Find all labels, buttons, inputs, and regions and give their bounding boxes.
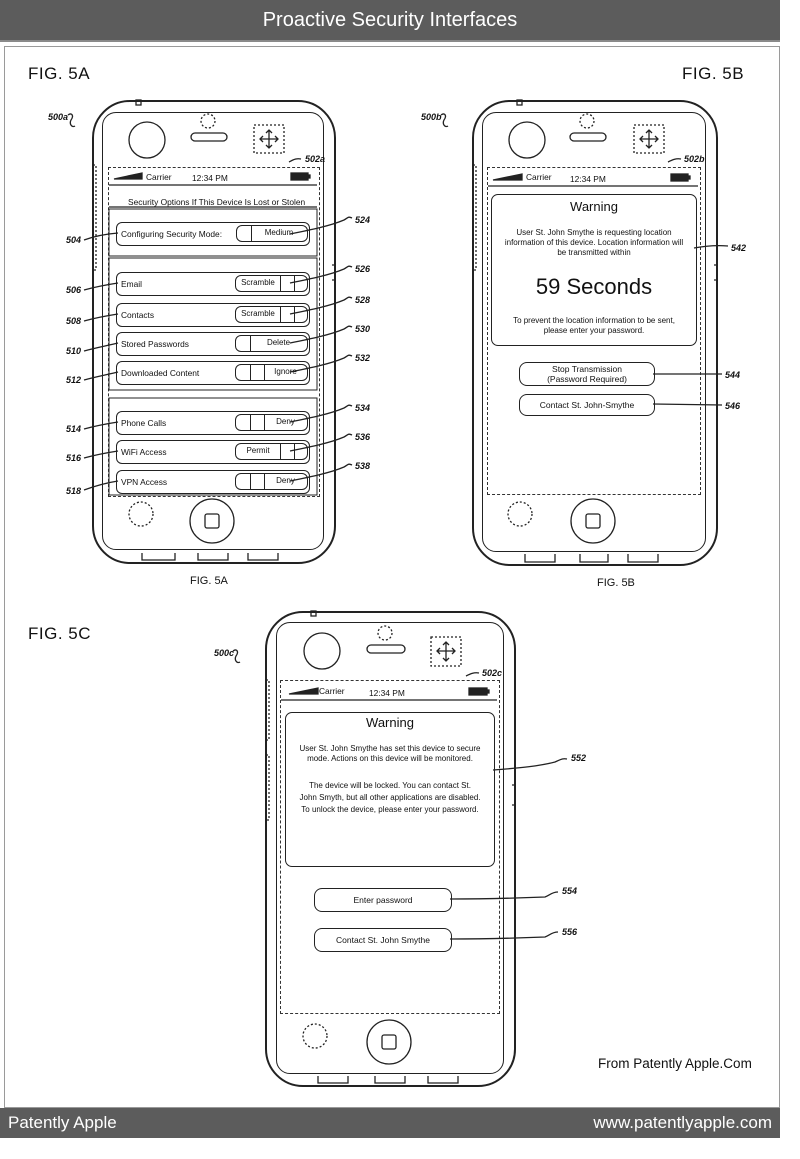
fig5c-message-line2: mode. Actions on this device will be mon… [307,754,473,763]
ref-524: 524 [355,215,371,225]
fig5a-time: 12:34 PM [192,173,228,183]
fig5c-locked-line3: To unlock the device, please enter your … [301,805,479,814]
option-value-phone-calls: Deny [276,417,295,426]
option-label-downloaded-content: Downloaded Content [121,368,200,378]
security-mode-label: Configuring Security Mode: [121,229,223,239]
ref-518: 518 [66,486,82,496]
option-value-stored-passwords: Delete [266,338,291,347]
security-mode-value: Medium [264,228,294,237]
option-label-email: Email [121,279,142,289]
ref-514: 514 [66,424,82,434]
fig5a-carrier: Carrier [146,172,172,182]
option-label-phone-calls: Phone Calls [121,418,167,428]
enter-password-label: Enter password [353,895,413,905]
ref-556: 556 [562,927,578,937]
page-title: Proactive Security Interfaces [262,9,518,31]
ref-528: 528 [355,295,371,305]
option-label-vpn-access: VPN Access [121,477,168,487]
fig5b-label: FIG. 5B [682,64,745,83]
fig5c-screen-ref: 502c [482,668,503,678]
fig5b-carrier: Carrier [526,172,552,182]
option-label-contacts: Contacts [121,310,155,320]
ref-512: 512 [66,375,82,385]
option-value-email: Scramble [241,278,275,287]
option-toggle-phone-calls[interactable]: Deny [235,414,308,431]
contact-smythe-button-5c[interactable]: Contact St. John Smythe [314,928,452,952]
option-value-vpn-access: Deny [276,476,295,485]
fig5c-screen [280,680,500,1014]
option-toggle-email[interactable]: Scramble [235,275,308,292]
fig5b-message-line1: User St. John Smythe is requesting locat… [516,228,672,237]
fig5c-label: FIG. 5C [28,624,92,643]
stop-transmission-line2: (Password Required) [547,374,627,384]
location-warning-dialog: Warning User St. John Smythe is requesti… [491,194,697,346]
option-toggle-stored-passwords[interactable]: Delete [235,335,308,352]
option-toggle-wifi-access[interactable]: Permit [235,443,308,460]
enter-password-button[interactable]: Enter password [314,888,452,912]
option-label-wifi-access: WiFi Access [121,447,167,457]
fig5b-time: 12:34 PM [570,174,606,184]
ref-542: 542 [731,243,747,253]
ref-552: 552 [571,753,587,763]
fig5b-prevent-line2: please enter your password. [543,326,645,335]
contact-smythe-label-5c: Contact St. John Smythe [335,935,431,945]
ref-516: 516 [66,453,82,463]
fig5c-phone-inner [276,622,504,1074]
option-label-stored-passwords: Stored Passwords [121,339,189,349]
ref-554: 554 [562,886,578,896]
fig5c-locked-line2: John Smyth, but all other applications a… [299,793,481,802]
fig5b-phone-inner [482,112,706,552]
ref-544: 544 [725,370,741,380]
option-value-downloaded-content: Ignore [274,367,297,376]
secure-mode-warning-dialog: Warning User St. John Smythe has set thi… [285,712,495,867]
fig5b-message-line2: information of this device. Location inf… [504,238,684,247]
option-toggle-downloaded-content[interactable]: Ignore [235,364,308,381]
ref-530: 530 [355,324,371,334]
ref-508: 508 [66,316,82,326]
footer-banner: Patently Apple www.patentlyapple.com [0,1108,780,1138]
countdown-text: 59 Seconds [535,274,653,299]
ref-534: 534 [355,403,371,413]
ref-536: 536 [355,432,371,442]
option-toggle-vpn-access[interactable]: Deny [235,473,308,490]
ref-532: 532 [355,353,371,363]
fig5c-time: 12:34 PM [369,688,405,698]
fig5b-message-line3: be transmitted within [557,248,631,257]
fig5b-warning-title: Warning [570,199,618,214]
title-banner: Proactive Security Interfaces [0,0,780,42]
fig5c-warning-title: Warning [366,715,414,730]
fig5b-screen [487,167,701,495]
stop-transmission-line1: Stop Transmission [552,364,622,374]
fig5c-locked-line1: The device will be locked. You can conta… [309,781,471,790]
fig5b-prevent-line1: To prevent the location information to b… [513,316,675,325]
fig5b-device-ref: 500b [421,112,442,122]
stop-transmission-button[interactable]: Stop Transmission (Password Required) [519,362,655,386]
ref-526: 526 [355,264,371,274]
footer-left: Patently Apple [8,1113,117,1132]
fig5b-caption: FIG. 5B [597,577,635,589]
footer-right: www.patentlyapple.com [593,1113,772,1132]
security-mode-selector[interactable]: Medium [236,225,308,242]
contact-smythe-label-5b: Contact St. John-Smythe [539,400,635,410]
fig5b-screen-ref: 502b [684,154,705,164]
option-value-wifi-access: Permit [246,446,270,455]
ref-506: 506 [66,285,82,295]
fig5a-label: FIG. 5A [28,64,91,83]
ref-546: 546 [725,401,741,411]
ref-504: 504 [66,235,82,245]
ref-538: 538 [355,461,371,471]
option-toggle-contacts[interactable]: Scramble [235,306,308,323]
fig5c-device-ref: 500c [214,648,235,658]
fig5a-heading: Security Options If This Device Is Lost … [128,197,306,207]
patent-sheet [4,46,780,1108]
contact-smythe-button-5b[interactable]: Contact St. John-Smythe [519,394,655,416]
credit-text: From Patently Apple.Com [598,1056,752,1071]
fig5c-message-line1: User St. John Smythe has set this device… [299,744,481,753]
fig5a-screen-ref: 502a [305,154,326,164]
ref-510: 510 [66,346,82,356]
fig5a-device-ref: 500a [48,112,69,122]
fig5c-carrier: Carrier [319,686,345,696]
fig5a-caption: FIG. 5A [190,575,228,587]
option-value-contacts: Scramble [241,309,275,318]
